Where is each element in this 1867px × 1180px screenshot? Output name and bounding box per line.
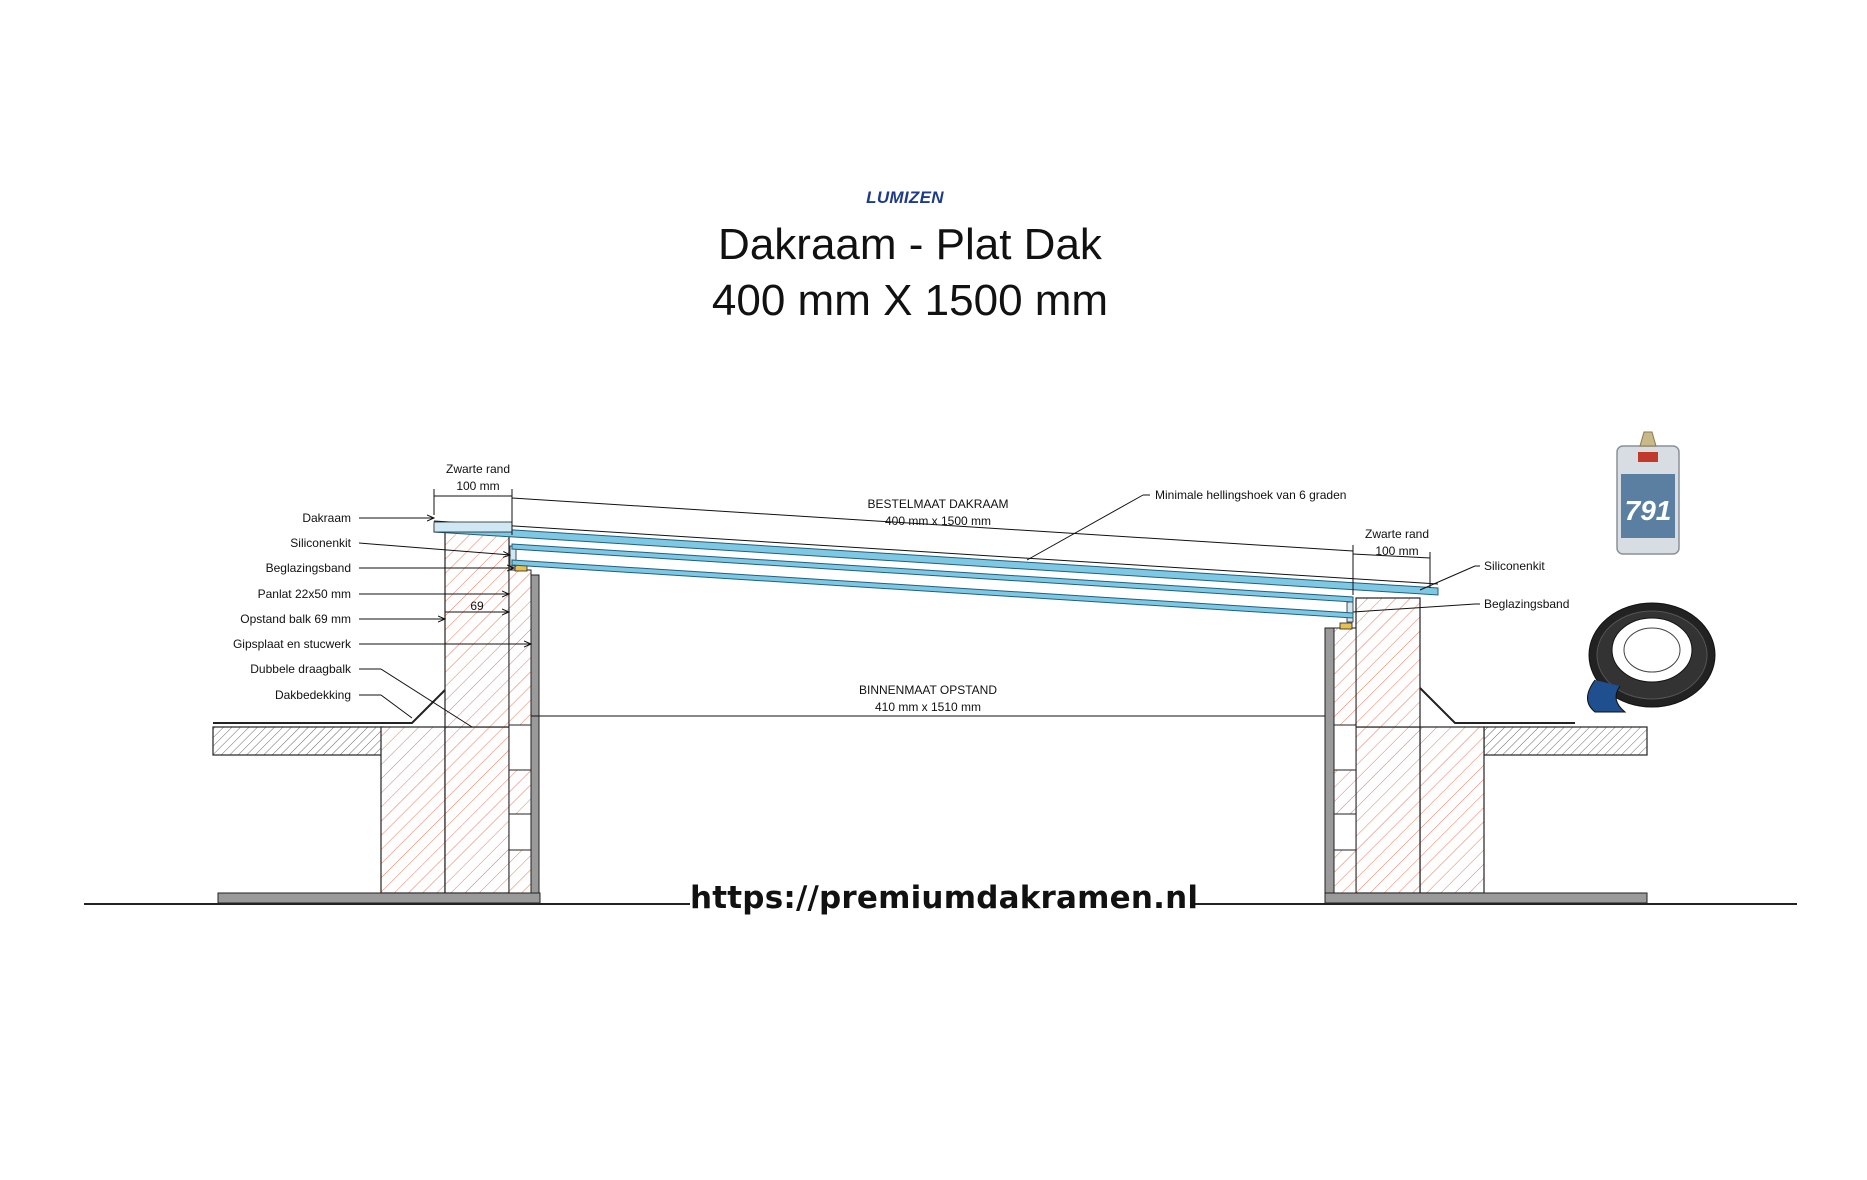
label-dakbedekking: Dakbedekking — [275, 688, 351, 702]
dim-zwarte-rand-right-2: 100 mm — [1375, 544, 1418, 558]
left-draagbalk-outer — [380, 726, 446, 894]
dim-binnenmaat-1: BINNENMAAT OPSTAND — [859, 683, 997, 697]
dim-opstand-69: 69 — [470, 599, 484, 613]
label-beglazingsband-left: Beglazingsband — [266, 561, 351, 575]
right-draagbalk-inner — [1355, 726, 1421, 894]
glass-top-pane — [433, 524, 1439, 596]
dim-bestelmaat-2: 400 mm x 1500 mm — [885, 514, 991, 528]
label-siliconenkit-right: Siliconenkit — [1484, 559, 1545, 573]
dim-helling: Minimale hellingshoek van 6 graden — [1155, 488, 1346, 502]
right-roof-structure — [1324, 597, 1648, 904]
glass-middle-pane — [511, 543, 1354, 603]
svg-text:791: 791 — [1625, 495, 1672, 526]
right-beglazingsband — [1339, 622, 1353, 630]
left-draagbalk-inner — [444, 726, 510, 894]
right-opstand-balk — [1355, 597, 1421, 728]
dimension-lines — [433, 489, 1431, 717]
right-draagbalk-outer — [1419, 726, 1485, 894]
right-siliconenkit — [1346, 601, 1354, 623]
right-foundation — [1324, 892, 1648, 904]
lumizen-logo: LUMIZEN — [866, 188, 944, 207]
dim-binnenmaat-2: 410 mm x 1510 mm — [875, 700, 981, 714]
label-beglazingsband-right: Beglazingsband — [1484, 597, 1569, 611]
left-foundation — [217, 892, 541, 904]
left-roof-structure — [212, 531, 541, 904]
dim-zwarte-rand-right-1: Zwarte rand — [1365, 527, 1429, 541]
glass-bottom-pane — [511, 559, 1354, 619]
label-panlat: Panlat 22x50 mm — [258, 587, 351, 601]
left-opstand-balk — [444, 531, 510, 728]
skylight-glass — [433, 520, 1439, 619]
dim-zwarte-rand-left-1: Zwarte rand — [446, 462, 510, 476]
left-leader-lines — [358, 518, 531, 728]
page-title: Dakraam - Plat Dak — [718, 220, 1102, 269]
right-gipsplaat — [1324, 627, 1335, 904]
dim-bestelmaat-1: BESTELMAAT DAKRAAM — [868, 497, 1009, 511]
glazing-tape-roll-icon — [1587, 602, 1716, 713]
label-siliconenkit-left: Siliconenkit — [290, 536, 351, 550]
left-roof-deck — [212, 726, 384, 756]
dim-zwarte-rand-left-2: 100 mm — [456, 479, 499, 493]
left-gipsplaat — [530, 574, 540, 904]
label-dubbele-draagbalk: Dubbele draagbalk — [250, 662, 352, 676]
right-roof-deck — [1483, 726, 1648, 756]
silicone-tube-icon: 791 — [1616, 431, 1680, 555]
website-url[interactable]: https://premiumdakramen.nl — [690, 880, 1199, 916]
label-gipsplaat: Gipsplaat en stucwerk — [233, 637, 352, 651]
label-dakraam: Dakraam — [302, 511, 351, 525]
right-leader-lines — [1352, 565, 1480, 613]
label-opstand-balk: Opstand balk 69 mm — [240, 612, 351, 626]
page-subtitle: 400 mm X 1500 mm — [711, 276, 1109, 325]
